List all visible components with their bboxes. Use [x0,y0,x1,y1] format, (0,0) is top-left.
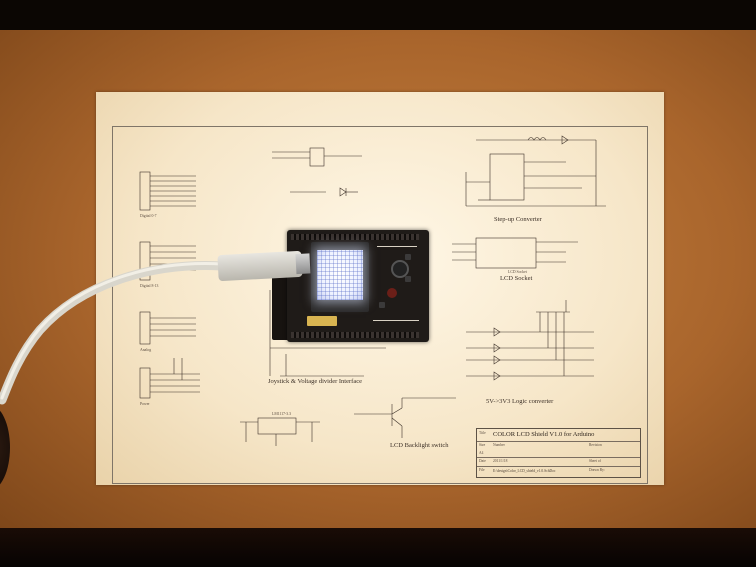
lcd-bezel [311,242,369,312]
dark-floor [0,528,756,567]
regulator-label: LM1117-3.3 [272,412,292,416]
joystick-label: Joystick & Voltage divider Interface [268,378,362,385]
analog-label: Analog [140,348,152,352]
title-label: Title [479,431,486,435]
drawn-by-label: Drawn By: [589,468,605,472]
header-pins-bottom [291,332,419,338]
lcd-socket [475,237,537,269]
stepup-ic [489,153,525,201]
file-path: E:\design\Color_LCD_shield_v1.0.SchDoc [493,469,556,473]
stepup-label: Step-up Converter [494,216,542,223]
lcd-shield [287,230,429,342]
schematic-title: COLOR LCD Shield V1.0 for Arduino [493,431,595,438]
schematic-drawing [139,135,606,446]
number-label: Number [493,443,505,447]
sheet-label: Sheet of [589,459,601,463]
power-connector [139,367,151,399]
title-block: Title COLOR LCD Shield V1.0 for Arduino … [476,428,641,478]
joystick-icon[interactable] [391,260,409,278]
digital1-label: Digital 8-13 [140,284,159,288]
usb-connector [295,253,311,275]
file-label: File [479,468,485,472]
revision-label: Revision [589,443,602,447]
digital0-label: Digital 0-7 [140,214,157,218]
regulator [257,417,297,435]
lcd-flex-cable [307,316,337,326]
size-label: Size [479,443,486,447]
drawing-frame [112,126,648,484]
silkscreen-line [377,246,417,247]
lcd-socket-part-label: LCD Socket [508,270,527,274]
potentiometer [387,288,397,298]
digital1-connector [139,241,151,281]
shield-button-2[interactable] [405,276,411,282]
silkscreen-line [373,320,419,321]
backlight-label: LCD Backlight switch [390,442,449,449]
a4-label: A4 [479,451,484,455]
shield-button-3[interactable] [379,302,385,308]
header-pins-top [291,234,419,240]
date-value: 2011/1/18 [493,459,508,463]
logic-label: 5V->3V3 Logic converter [486,398,554,405]
analog-connector [139,311,151,345]
lcd-socket-label: LCD Socket [500,275,533,282]
dark-object [0,405,10,490]
power-label: Power [140,402,150,406]
usb-plug [217,250,311,282]
date-label: Date [479,459,486,463]
shield-button-1[interactable] [405,254,411,260]
lcd-screen [317,250,363,300]
